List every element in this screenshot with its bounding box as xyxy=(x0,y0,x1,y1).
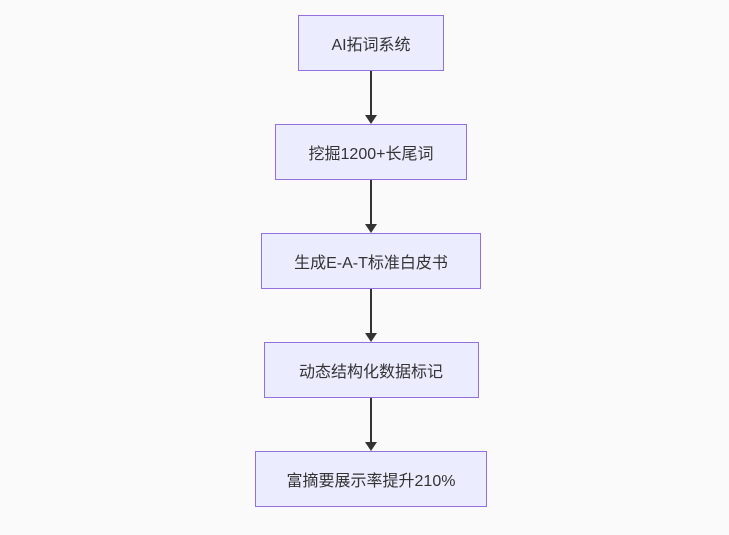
arrow-head-icon xyxy=(365,442,377,451)
flow-node-label: 生成E-A-T标准白皮书 xyxy=(294,255,448,272)
arrow-line xyxy=(370,71,372,115)
flow-node-ai-keyword-system: AI拓词系统 xyxy=(298,15,444,71)
flow-node-longtail-mining: 挖掘1200+长尾词 xyxy=(275,124,467,180)
arrow-line xyxy=(370,398,372,442)
flow-node-structured-data-markup: 动态结构化数据标记 xyxy=(263,342,479,398)
flowchart: AI拓词系统 挖掘1200+长尾词 生成E-A-T标准白皮书 动态结构化数据标记 xyxy=(255,15,487,507)
flow-arrow-3 xyxy=(365,289,377,342)
arrow-head-icon xyxy=(365,333,377,342)
flow-arrow-4 xyxy=(365,398,377,451)
arrow-head-icon xyxy=(365,224,377,233)
flow-node-label: 富摘要展示率提升210% xyxy=(286,473,456,490)
arrow-line xyxy=(370,289,372,333)
flow-node-label: 挖掘1200+长尾词 xyxy=(308,146,434,163)
flow-node-rich-snippet-result: 富摘要展示率提升210% xyxy=(255,451,487,507)
flow-arrow-2 xyxy=(365,180,377,233)
flow-node-label: 动态结构化数据标记 xyxy=(298,364,443,381)
arrow-line xyxy=(370,180,372,224)
flow-arrow-1 xyxy=(365,71,377,124)
arrow-head-icon xyxy=(365,115,377,124)
flow-node-eat-whitepaper: 生成E-A-T标准白皮书 xyxy=(261,233,481,289)
flow-node-label: AI拓词系统 xyxy=(331,37,411,54)
